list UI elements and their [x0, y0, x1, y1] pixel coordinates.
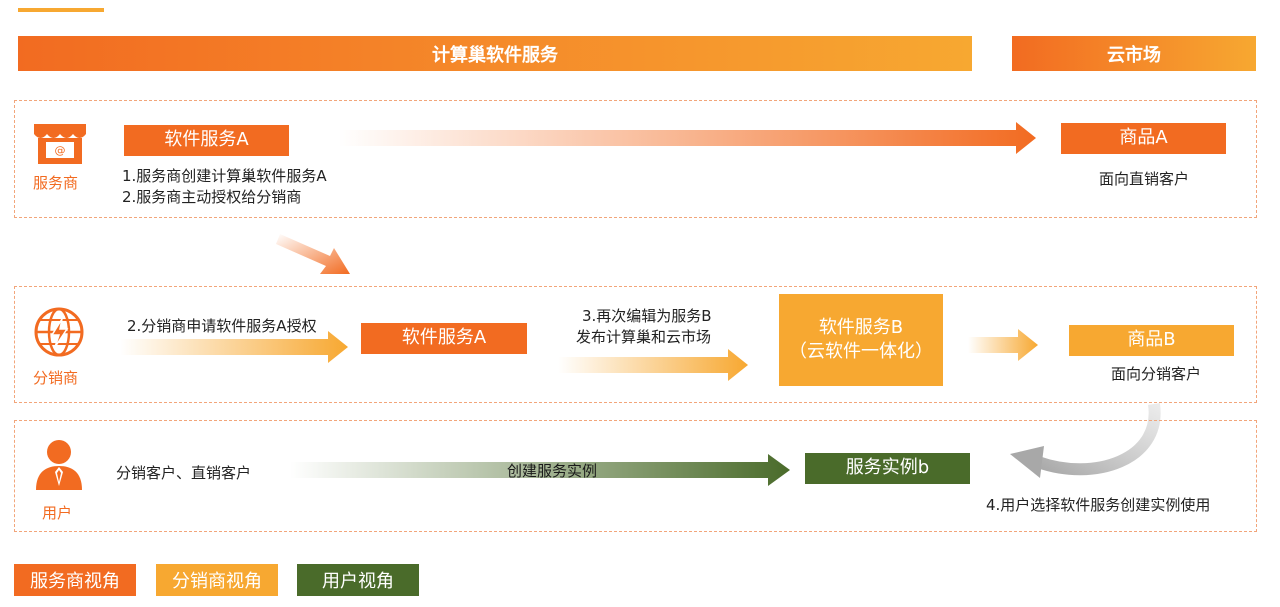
curved-return-arrow [1010, 403, 1161, 478]
header-cloud-market: 云市场 [1012, 36, 1256, 71]
legend-provider-label: 服务商视角 [30, 571, 120, 592]
user-row [14, 420, 1257, 532]
distributor-role-label: 分销商 [33, 369, 79, 387]
provider-to-distributor-arrow [276, 234, 350, 274]
user-role-label: 用户 [42, 504, 73, 522]
product-b-tag: 商品B [1069, 325, 1234, 356]
legend-provider: 服务商视角 [14, 564, 136, 596]
product-a-tag: 商品A [1061, 123, 1226, 154]
edit-arrow [558, 349, 748, 381]
legend-user: 用户视角 [297, 564, 419, 596]
provider-role-label: 服务商 [33, 174, 79, 192]
service-b-box: 软件服务B （云软件一体化） [779, 294, 943, 386]
distributor-service-a-label: 软件服务A [401, 327, 487, 349]
provider-service-a-tag: 软件服务A [124, 125, 289, 156]
distributor-apply-text: 2.分销商申请软件服务A授权 [127, 317, 317, 335]
product-a-caption: 面向直销客户 [1099, 170, 1190, 188]
edit-text-line1: 3.再次编辑为服务B [582, 307, 712, 325]
header-cloud-market-title: 云市场 [1107, 44, 1161, 66]
create-instance-label: 创建服务实例 [507, 462, 598, 480]
distributor-row [14, 286, 1257, 403]
legend-distributor-label: 分销商视角 [172, 571, 262, 592]
service-b-subtitle: （云软件一体化） [789, 341, 933, 362]
provider-step-2: 2.服务商主动授权给分销商 [122, 188, 302, 206]
service-instance-b-label: 服务实例b [845, 457, 930, 479]
shop-icon: @ [34, 124, 86, 164]
legend-user-label: 用户视角 [322, 571, 394, 592]
user-customers-text: 分销客户、直销客户 [116, 464, 252, 482]
provider-service-a-label: 软件服务A [164, 129, 249, 151]
create-instance-arrow [290, 454, 790, 486]
product-a-label: 商品A [1119, 127, 1168, 149]
service-b-to-product-arrow [968, 329, 1038, 361]
provider-step-1: 1.服务商创建计算巢软件服务A [122, 167, 327, 185]
user-icon [36, 440, 82, 490]
globe-icon [34, 307, 84, 357]
service-b-label: 软件服务B [818, 316, 904, 338]
product-b-caption: 面向分销客户 [1111, 365, 1202, 383]
edit-text-line2: 发布计算巢和云市场 [576, 328, 712, 346]
step4-text: 4.用户选择软件服务创建实例使用 [986, 496, 1211, 514]
svg-text:@: @ [55, 144, 66, 157]
service-instance-b-tag: 服务实例b [805, 453, 970, 484]
provider-row [14, 100, 1257, 218]
distributor-service-a-tag: 软件服务A [361, 323, 527, 354]
top-accent-line [18, 8, 104, 12]
header-compute-nest-title: 计算巢软件服务 [432, 44, 558, 66]
header-compute-nest: 计算巢软件服务 [18, 36, 972, 71]
apply-arrow [120, 331, 348, 363]
provider-to-market-arrow [338, 122, 1036, 154]
product-b-label: 商品B [1127, 329, 1176, 351]
legend-distributor: 分销商视角 [156, 564, 278, 596]
